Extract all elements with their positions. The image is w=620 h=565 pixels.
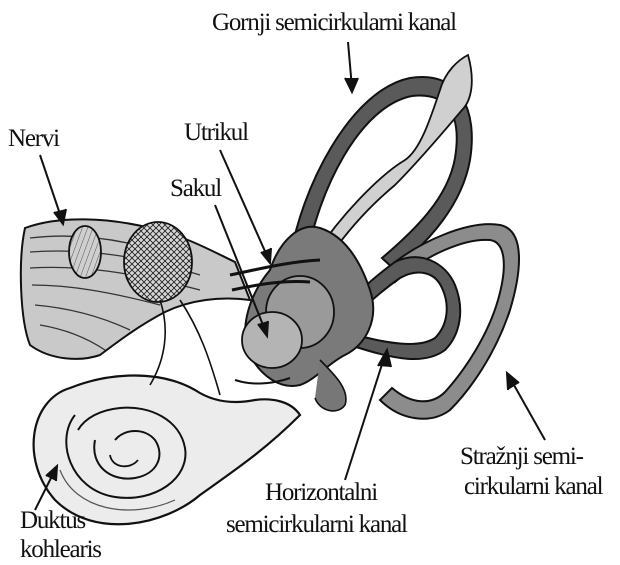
leader-straznji (510, 378, 545, 440)
leader-horizontalni (345, 355, 385, 480)
label-straznji-line2: cirkularni kanal (464, 474, 602, 500)
leader-nervi (40, 155, 62, 220)
leader-utrikul (220, 150, 268, 258)
label-horizontalni-line1: Horizontalni (265, 480, 377, 506)
label-utrikul: Utrikul (184, 120, 248, 146)
label-gornji-semicirkularni-kanal: Gornji semicirkularni kanal (212, 10, 456, 36)
vestibule (230, 227, 373, 411)
sacculus (242, 312, 302, 368)
label-horizontalni-line2: semicirkularni kanal (226, 512, 407, 538)
label-duktus: Duktus (20, 508, 85, 534)
label-nervi: Nervi (8, 126, 59, 152)
cochlea (34, 376, 300, 525)
label-straznji-line1: Stražnji semi- (460, 444, 583, 470)
label-sakul: Sakul (170, 176, 221, 202)
nerve-bundle (21, 219, 250, 395)
label-kohlearis: kohlearis (20, 537, 101, 563)
